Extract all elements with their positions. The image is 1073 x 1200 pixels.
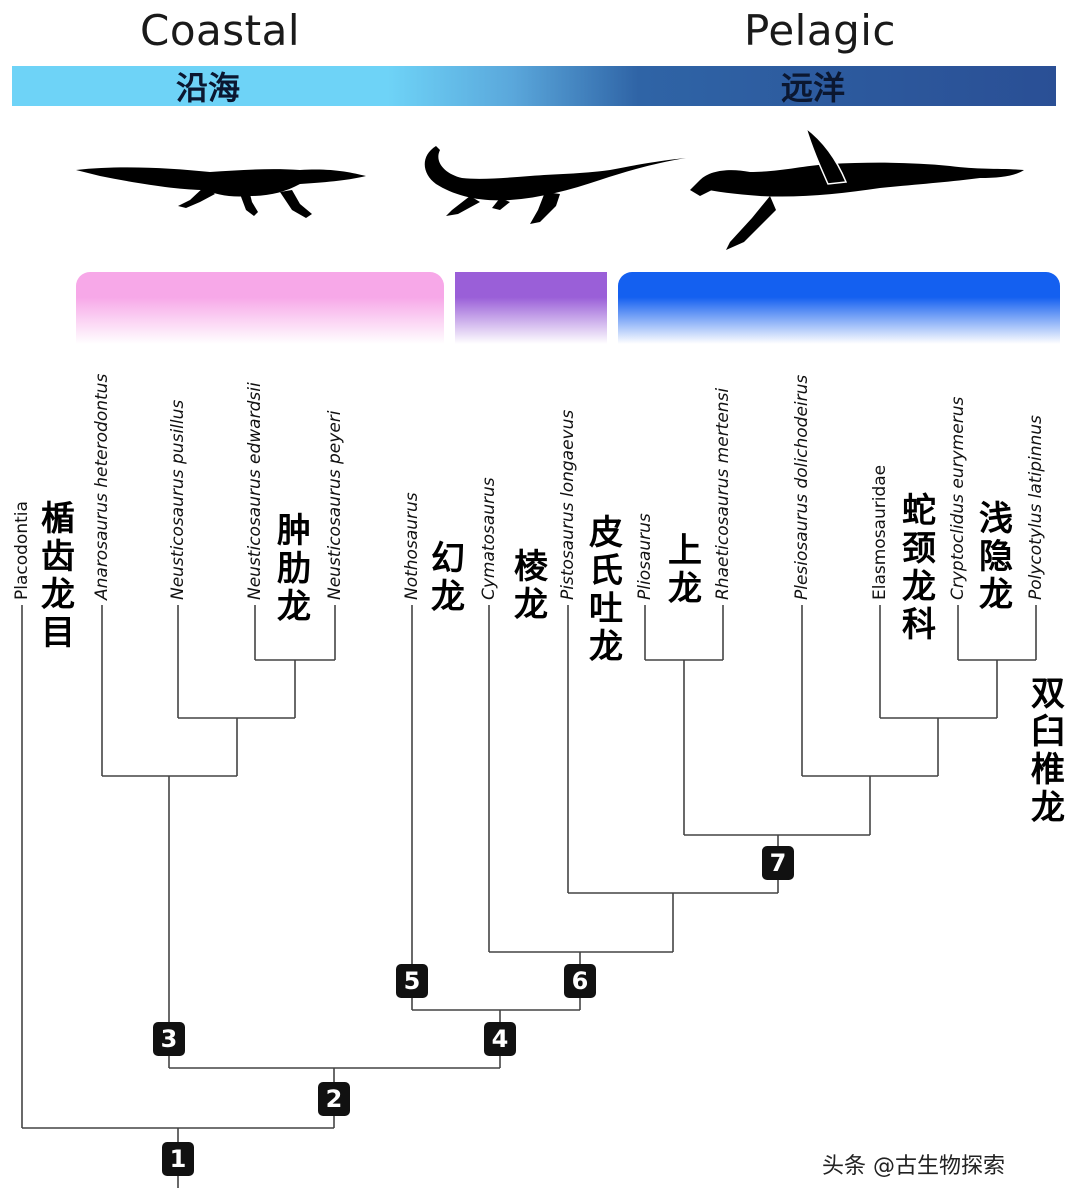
pink-group-bar — [76, 272, 444, 344]
taxon-label: Cymatosaurus — [479, 477, 499, 600]
taxon-label: Rhaeticosaurus mertensi — [713, 387, 733, 600]
coastal-title: Coastal — [140, 6, 301, 55]
node-marker: 2 — [318, 1082, 350, 1116]
taxon-label: Nothosaurus — [402, 492, 422, 600]
node-marker: 7 — [762, 846, 794, 880]
taxon-label: Cryptoclidus eurymerus — [948, 396, 968, 600]
blue-group-bar — [618, 272, 1060, 344]
coastal-label-zh: 沿海 — [176, 69, 241, 107]
node-marker: 6 — [564, 964, 596, 998]
node-marker: 5 — [396, 964, 428, 998]
purple-group-bar — [455, 272, 607, 344]
label-elasmosaur-zh: 蛇颈龙科 — [902, 491, 936, 645]
label-pachypleurosaur-zh: 肿肋龙 — [277, 511, 311, 627]
label-placodontia-zh: 楯齿龙目 — [41, 499, 75, 653]
label-cryptoclidid-zh: 浅隐龙 — [979, 499, 1013, 615]
label-cymatosaur-zh: 棱龙 — [514, 547, 548, 625]
taxon-label: Neusticosaurus peyeri — [325, 410, 345, 601]
node-marker: 1 — [162, 1142, 194, 1176]
taxon-label: Anarosaurus heterodontus — [92, 373, 112, 600]
taxon-label: Plesiosaurus dolichodeirus — [792, 374, 812, 600]
label-nothosaur-zh: 幻龙 — [431, 539, 465, 617]
node-marker: 4 — [484, 1022, 516, 1056]
node-marker: 3 — [153, 1022, 185, 1056]
pelagic-title: Pelagic — [744, 6, 896, 55]
label-pistosaur-zh: 皮氏吐龙 — [589, 513, 623, 667]
habitat-gradient-band — [12, 66, 1056, 106]
taxon-label: Polycotylus latipinnus — [1026, 415, 1046, 600]
taxon-label: Pistosaurus longaevus — [558, 409, 578, 600]
label-plesiosauria-zh: 双臼椎龙 — [1031, 674, 1065, 828]
pistosaur-silhouette — [424, 146, 686, 224]
plesiosaur-silhouette — [690, 126, 1024, 250]
taxon-label: Placodontia — [12, 501, 32, 600]
silhouettes — [76, 126, 1024, 250]
taxon-label: Pliosaurus — [635, 513, 655, 600]
label-pliosaur-zh: 上龙 — [668, 531, 702, 609]
taxon-label: Elasmosauridae — [870, 464, 890, 600]
taxon-label: Neusticosaurus edwardsii — [245, 382, 265, 600]
taxon-label: Neusticosaurus pusillus — [168, 399, 188, 600]
watermark-credit: 头条 @古生物探索 — [822, 1154, 1005, 1179]
nothosaur-silhouette — [76, 167, 366, 218]
pelagic-label-zh: 远洋 — [781, 69, 846, 107]
